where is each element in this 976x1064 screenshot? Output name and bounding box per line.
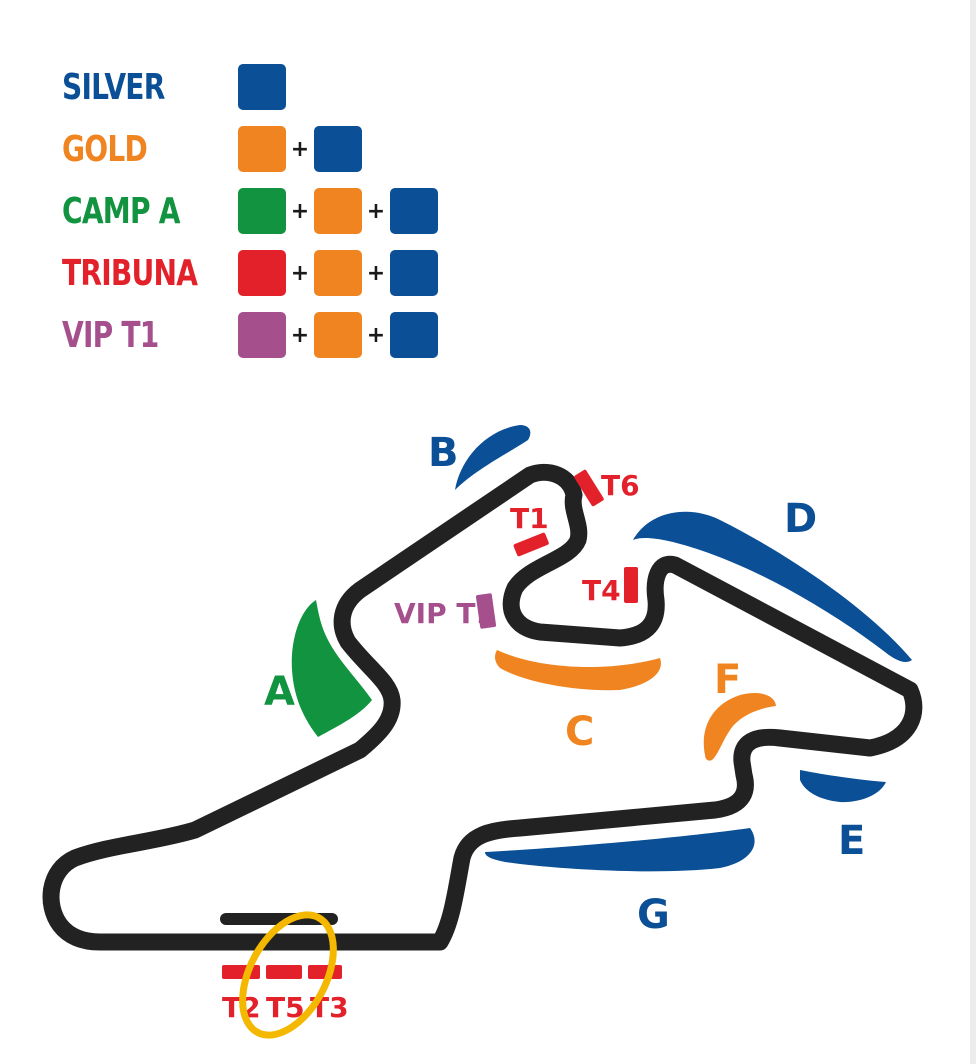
swatch-gold (314, 250, 362, 296)
swatch-camp-a (238, 188, 286, 234)
swatch-tribuna (238, 250, 286, 296)
legend-swatches-gold: + (238, 126, 362, 172)
zone-f-area (703, 693, 776, 761)
swatch-silver (390, 188, 438, 234)
stand-t5-marker (266, 965, 302, 979)
zone-c-area (495, 650, 661, 691)
legend-label-gold: GOLD (62, 129, 148, 170)
legend-swatches-tribuna: + + (238, 250, 438, 296)
swatch-gold (314, 188, 362, 234)
plus-sign: + (366, 260, 386, 286)
stand-t2-marker (222, 965, 260, 979)
legend-label-tribuna: TRIBUNA (62, 253, 198, 294)
legend-swatches-camp-a: + + (238, 188, 438, 234)
legend-label-silver: SILVER (62, 67, 165, 108)
image-frame-edge (970, 0, 976, 1064)
swatch-gold (314, 312, 362, 358)
plus-sign: + (290, 322, 310, 348)
zone-e-label: E (838, 818, 865, 864)
stand-t6-label: T6 (601, 469, 640, 502)
legend-label-camp-a: CAMP A (62, 191, 180, 232)
zone-g-area (485, 828, 755, 872)
zone-d-area (633, 511, 912, 663)
plus-sign: + (290, 198, 310, 224)
stand-t1-marker (513, 532, 549, 557)
swatch-silver (390, 250, 438, 296)
zone-b-label: B (428, 430, 459, 476)
swatch-vip (238, 312, 286, 358)
stand-t4-marker (624, 567, 638, 603)
plus-sign: + (290, 136, 310, 162)
swatch-gold (238, 126, 286, 172)
swatch-silver (238, 64, 286, 110)
legend-swatches-silver (238, 64, 286, 110)
stand-t1-label: T1 (510, 502, 549, 535)
zone-d-label: D (784, 496, 817, 542)
zone-e-area (800, 770, 886, 803)
stand-vip-t1-marker (475, 593, 497, 629)
swatch-silver (314, 126, 362, 172)
legend-swatches-vip-t1: + + (238, 312, 438, 358)
stand-t4-label: T4 (582, 574, 621, 607)
zone-b-area (455, 425, 531, 490)
zone-g-label: G (637, 892, 670, 938)
stand-vip-t1-label: VIP T1 (394, 597, 495, 630)
zone-a-area (291, 600, 372, 737)
legend-label-vip-t1: VIP T1 (62, 315, 159, 356)
zone-c-label: C (565, 709, 594, 755)
stand-t6-marker (574, 469, 604, 507)
zone-f-label: F (714, 657, 741, 703)
swatch-silver (390, 312, 438, 358)
zone-a-label: A (264, 669, 295, 715)
plus-sign: + (290, 260, 310, 286)
race-track (42, 463, 923, 951)
plus-sign: + (366, 322, 386, 348)
plus-sign: + (366, 198, 386, 224)
highlight-circle-t5 (239, 911, 337, 1039)
